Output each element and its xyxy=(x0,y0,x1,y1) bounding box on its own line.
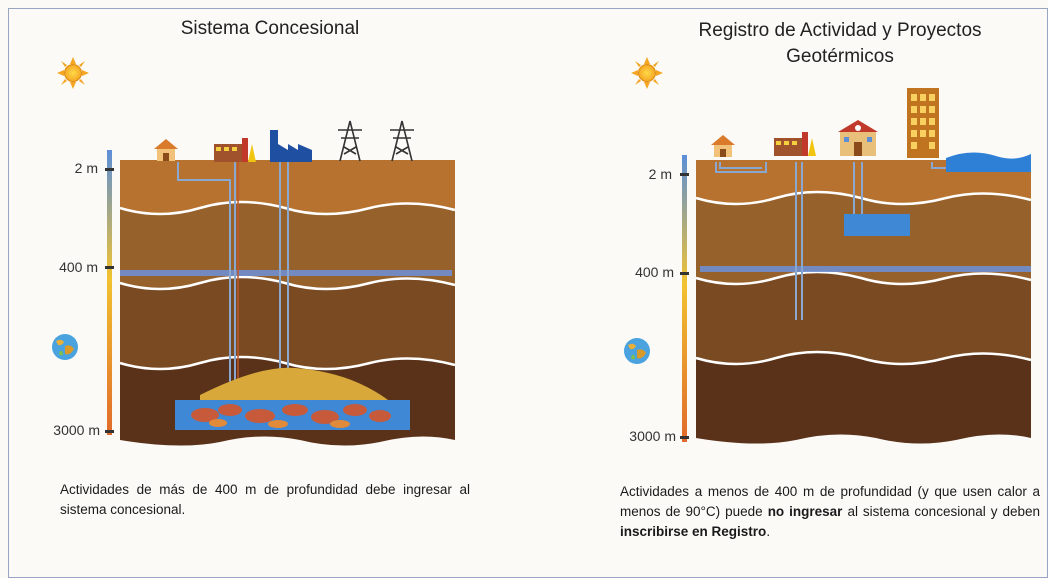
depth-scale-bar xyxy=(105,150,114,435)
left-ground-cross-section xyxy=(119,160,456,446)
sun-icon xyxy=(57,57,89,89)
depth-label-3000m: 3000 m xyxy=(53,422,100,438)
depth-label-2m: 2 m xyxy=(74,160,98,176)
left-panel-caption: Actividades de más de 400 m de profundid… xyxy=(60,482,470,517)
caption-text: al sistema concesional y deben xyxy=(842,504,1040,519)
house-icon xyxy=(711,135,735,157)
caption-emphasis: no ingresar xyxy=(767,504,843,519)
factory-icon xyxy=(214,138,256,162)
depth-label-3000m: 3000 m xyxy=(629,428,676,444)
power-plant-icon xyxy=(270,130,312,162)
transmission-tower-icon xyxy=(338,120,362,162)
depth-scale-bar xyxy=(680,155,689,442)
school-icon xyxy=(838,120,878,156)
caption-emphasis: inscribirse en Registro xyxy=(620,524,767,539)
right-ground-cross-section xyxy=(695,152,1032,444)
globe-icon xyxy=(624,338,650,364)
left-panel-title: Sistema Concesional xyxy=(180,18,360,39)
globe-icon xyxy=(52,334,78,360)
right-panel-caption: Actividades a menos de 400 m de profundi… xyxy=(620,482,1040,542)
building-icon xyxy=(907,88,939,158)
transmission-tower-icon xyxy=(390,120,414,162)
depth-label-400m: 400 m xyxy=(635,264,674,280)
house-icon xyxy=(154,139,178,161)
caption-text: Actividades a menos de 400 m de profundi… xyxy=(620,484,1040,519)
right-panel-title: Registro de Actividad y Proyectos Geotér… xyxy=(698,20,982,67)
depth-label-2m: 2 m xyxy=(648,166,672,182)
depth-label-400m: 400 m xyxy=(59,259,98,275)
caption-text: . xyxy=(766,524,771,539)
sun-icon xyxy=(631,57,663,89)
factory-icon xyxy=(774,132,816,156)
